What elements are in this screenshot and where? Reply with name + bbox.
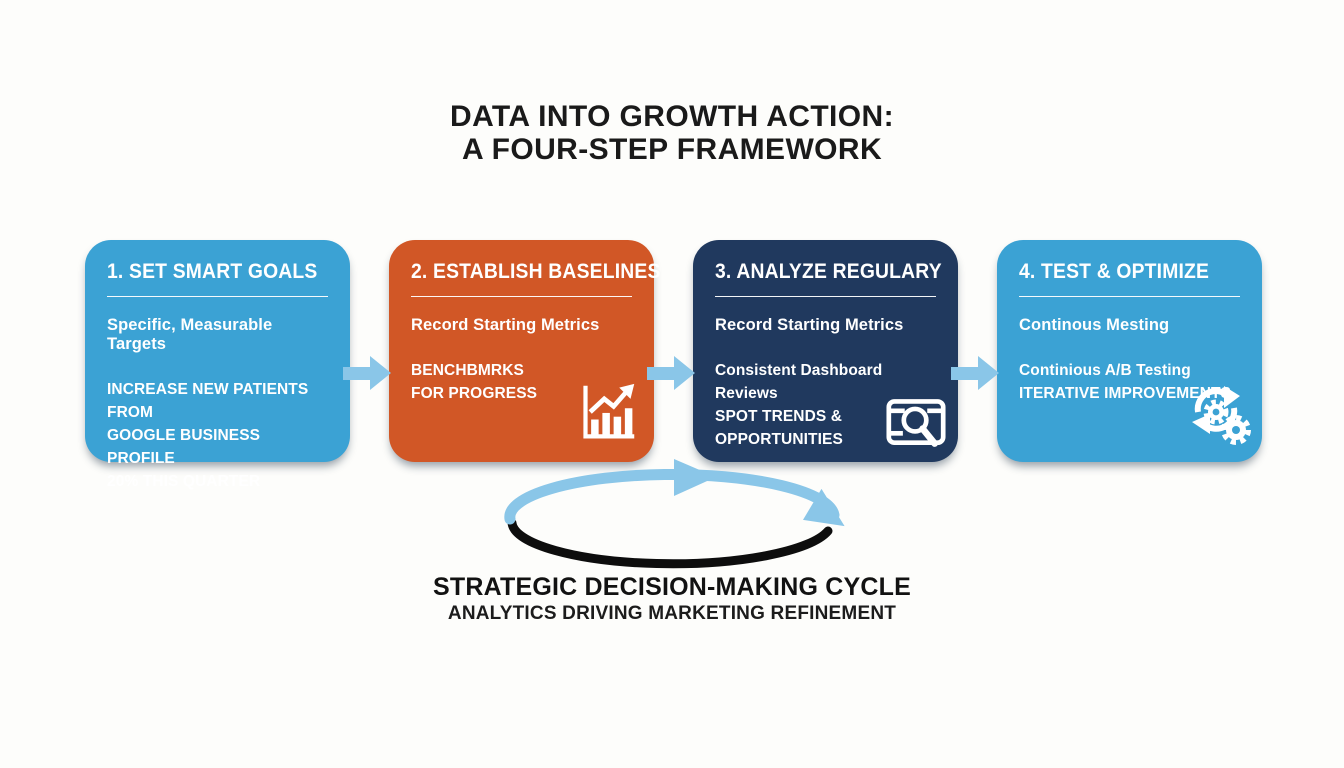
- magnifier-dashboard-icon: [886, 399, 946, 447]
- heading-underline: [411, 296, 632, 297]
- step4-body: Continious A/B Testing ITERATIVE IMPROVE…: [1019, 362, 1232, 402]
- cycle-top-arc: [504, 468, 840, 525]
- arrow-head: [370, 356, 391, 390]
- page-title: DATA INTO GROWTH ACTION: A FOUR-STEP FRA…: [0, 100, 1344, 166]
- step4-subheading: Continous Mesting: [1019, 316, 1170, 334]
- arrow-step3-to-step4: [951, 356, 1001, 390]
- heading-underline: [1019, 296, 1240, 297]
- arrow-shaft: [343, 366, 370, 380]
- step-box-set-smart-goals: 1. SET SMART GOALS Specific, Measurable …: [85, 240, 350, 490]
- cycle-right-arrowhead: [803, 488, 845, 527]
- large-gear: [1221, 415, 1251, 445]
- step3-subheading: Record Starting Metrics: [715, 316, 904, 334]
- small-gear: [1203, 399, 1229, 425]
- step3-heading: 3. ANALYZE REGULARY: [715, 260, 942, 283]
- step3-body: Consistent Dashboard Reviews SPOT TRENDS…: [715, 362, 883, 448]
- step2-subheading: Record Starting Metrics: [411, 316, 600, 334]
- step-box-test-optimize: 4. TEST & OPTIMIZE Continous Mesting Con…: [997, 240, 1262, 462]
- arrow-shaft: [951, 366, 978, 380]
- cycle-heading: STRATEGIC DECISION-MAKING CYCLE: [433, 573, 911, 601]
- heading-underline: [107, 296, 328, 297]
- step4-heading: 4. TEST & OPTIMIZE: [1019, 260, 1210, 283]
- cycle-subheading: ANALYTICS DRIVING MARKETING REFINEMENT: [447, 603, 897, 624]
- page-title-line1: DATA INTO GROWTH ACTION:: [450, 100, 894, 133]
- step1-subheading: Specific, Measurable Targets: [107, 316, 273, 353]
- page-title-line2: A FOUR-STEP FRAMEWORK: [461, 133, 883, 166]
- step-box-analyze-regularly: 3. ANALYZE REGULARY Record Starting Metr…: [693, 240, 958, 462]
- step-box-establish-baselines: 2. ESTABLISH BASELINES Record Starting M…: [389, 240, 661, 462]
- heading-underline: [715, 296, 936, 297]
- cycle-loop-graphic: [504, 459, 845, 569]
- step1-body: INCREASE NEW PATIENTS FROM GOOGLE BUSINE…: [107, 381, 309, 490]
- step1-heading: 1. SET SMART GOALS: [107, 260, 318, 283]
- arrow-step2-to-step3: [647, 356, 697, 390]
- arrow-shaft: [647, 366, 674, 380]
- cycle-bottom-arc: [507, 518, 833, 569]
- gears-refresh-icon: [1192, 386, 1251, 445]
- arrow-head: [978, 356, 999, 390]
- arrow-head: [674, 356, 695, 390]
- step2-heading: 2. ESTABLISH BASELINES: [411, 260, 661, 283]
- cycle-top-arrowhead: [674, 459, 716, 496]
- bar-chart-growth-icon: [583, 383, 635, 439]
- step2-body: BENCHBMRKS FOR PROGRESS: [411, 362, 538, 402]
- arrow-step1-to-step2: [343, 356, 393, 390]
